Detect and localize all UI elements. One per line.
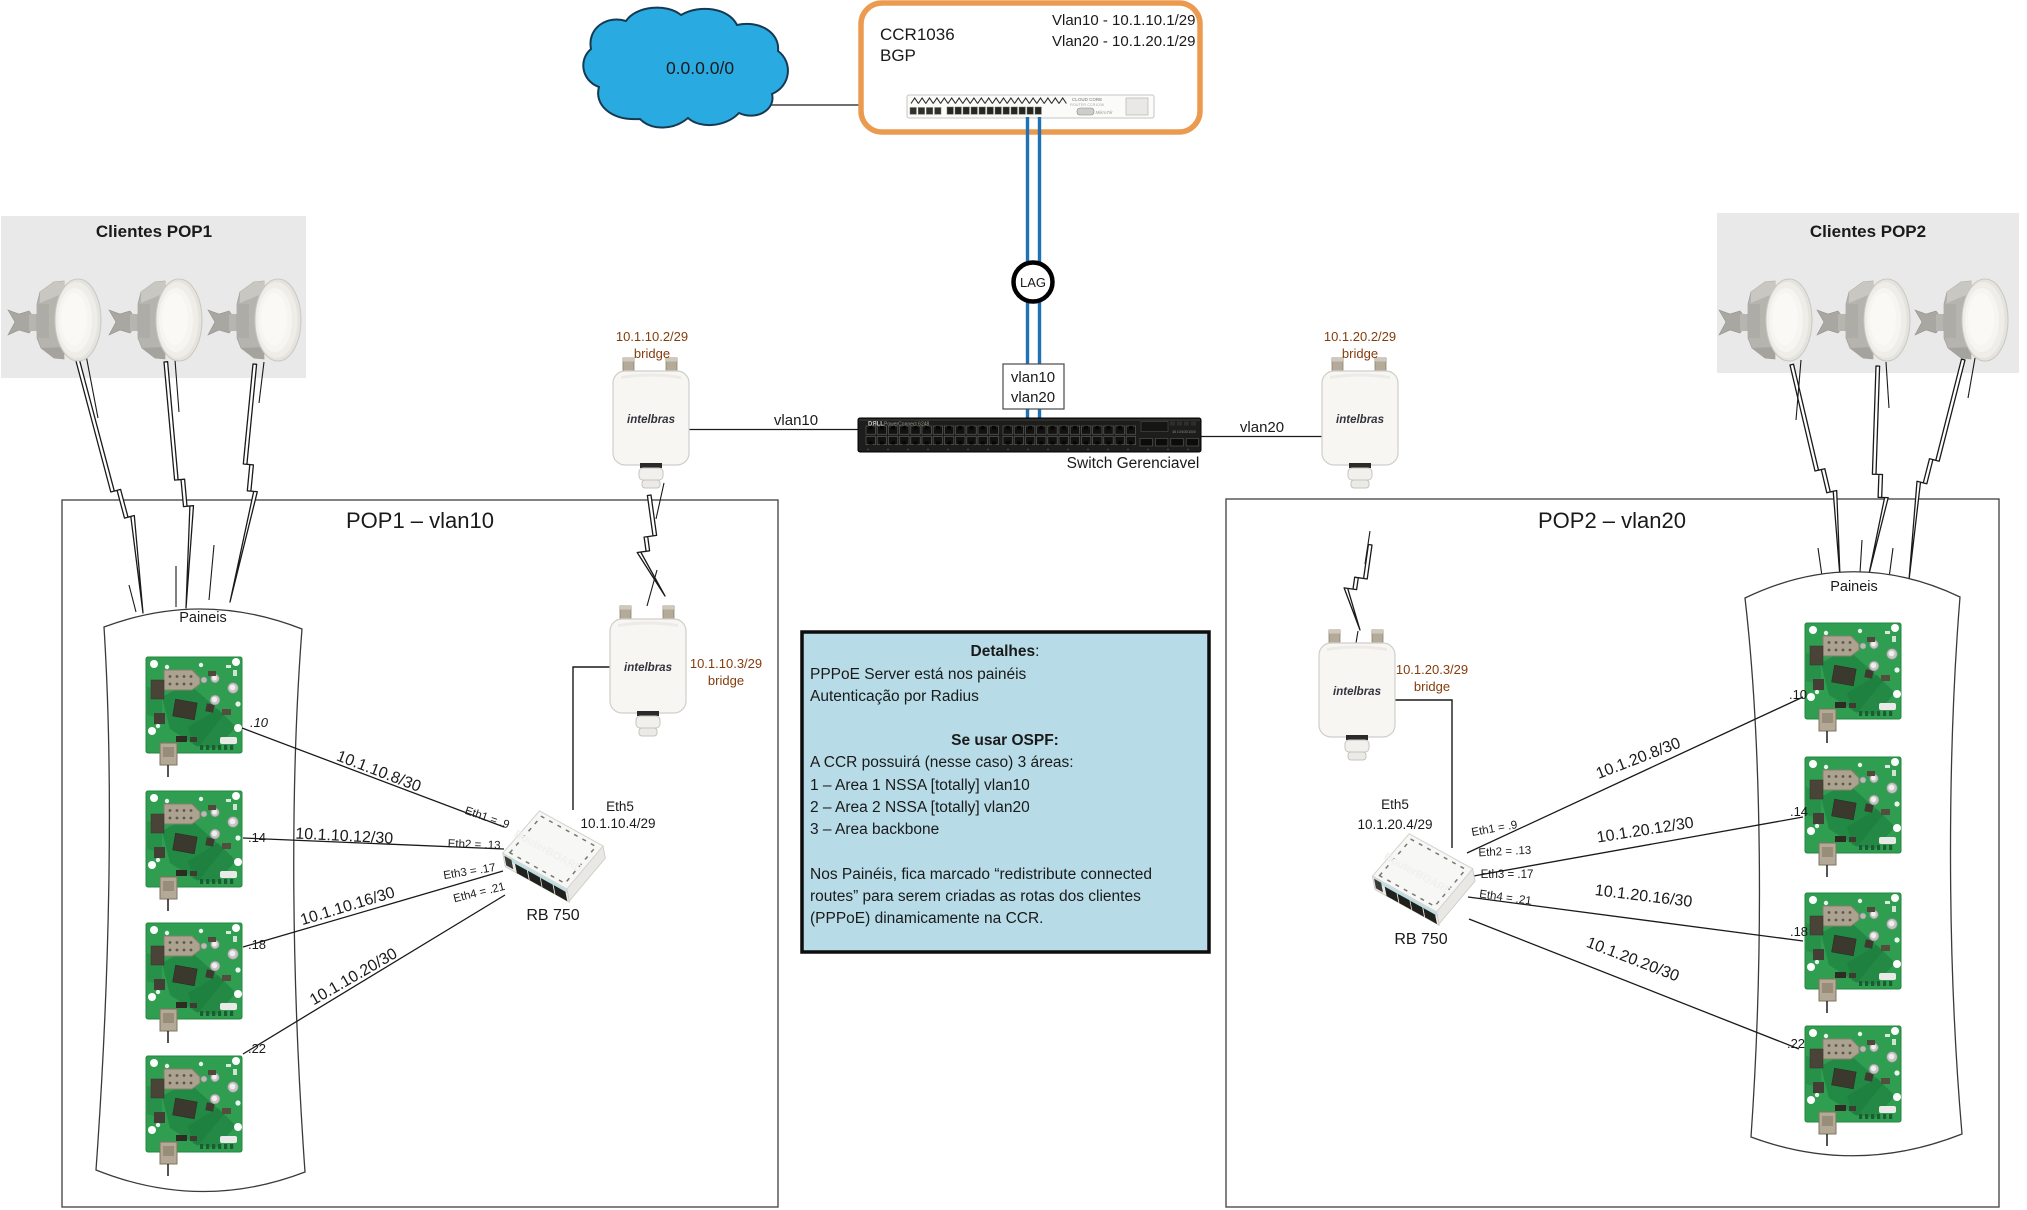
svg-text:10.1.10.4/29: 10.1.10.4/29 [580, 816, 655, 831]
svg-text:10.1.10.2/29: 10.1.10.2/29 [616, 329, 688, 344]
svg-text:10.1.20.4/29: 10.1.20.4/29 [1357, 817, 1432, 832]
svg-text:CLOUD CORE: CLOUD CORE [1072, 97, 1102, 102]
svg-text:bridge: bridge [634, 346, 670, 361]
svg-text:MikroTik: MikroTik [1096, 110, 1114, 115]
svg-text:3 – Area backbone: 3 – Area backbone [810, 821, 939, 838]
svg-text:Autenticação por Radius: Autenticação por Radius [810, 688, 979, 705]
svg-text:Vlan20 - 10.1.20.1/29: Vlan20 - 10.1.20.1/29 [1052, 33, 1195, 50]
svg-text:10.1.10.12/30: 10.1.10.12/30 [295, 825, 394, 847]
svg-text:.22: .22 [248, 1041, 266, 1056]
svg-text:.22: .22 [1787, 1036, 1805, 1051]
svg-text:.18: .18 [1790, 924, 1808, 939]
svg-text:Eth2 = .13: Eth2 = .13 [1478, 845, 1531, 860]
svg-text:Detalhes:: Detalhes: [971, 643, 1040, 660]
svg-text:routes” para serem criadas as: routes” para serem criadas as rotas dos … [810, 888, 1141, 905]
svg-text:RB 750: RB 750 [526, 907, 579, 924]
svg-text:vlan10: vlan10 [774, 412, 818, 429]
svg-text:LAG: LAG [1020, 275, 1046, 290]
svg-text:bridge: bridge [1414, 679, 1450, 694]
svg-text:.18: .18 [248, 937, 266, 952]
svg-text:Nos Painéis, fica marcado “red: Nos Painéis, fica marcado “redistribute … [810, 866, 1152, 883]
svg-text:Se usar OSPF:: Se usar OSPF: [951, 732, 1059, 749]
svg-text:PPPoE Server está nos painéis: PPPoE Server está nos painéis [810, 666, 1027, 683]
svg-text:.10: .10 [250, 715, 269, 730]
svg-text:Eth2 = .13: Eth2 = .13 [448, 838, 501, 852]
svg-text:48 10/100/1000: 48 10/100/1000 [1172, 430, 1196, 434]
svg-text:.10: .10 [1789, 687, 1807, 702]
svg-text:vlan20: vlan20 [1011, 389, 1055, 406]
svg-text:1 – Area 1 NSSA [totally] vlan: 1 – Area 1 NSSA [totally] vlan10 [810, 777, 1030, 794]
svg-text:10.1.10.3/29: 10.1.10.3/29 [690, 656, 762, 671]
svg-text:POP1 – vlan10: POP1 – vlan10 [346, 508, 494, 533]
svg-text:10.1.20.2/29: 10.1.20.2/29 [1324, 329, 1396, 344]
svg-text:CCR1036: CCR1036 [880, 25, 955, 44]
svg-text:ROUTER CCR1036: ROUTER CCR1036 [1070, 103, 1104, 107]
svg-text:Paineis: Paineis [179, 610, 227, 626]
svg-text:Switch Gerenciavel: Switch Gerenciavel [1067, 455, 1200, 472]
svg-text:vlan20: vlan20 [1240, 419, 1284, 436]
svg-text:RB 750: RB 750 [1394, 931, 1447, 948]
svg-text:Clientes POP2: Clientes POP2 [1810, 222, 1926, 241]
svg-text:.14: .14 [1790, 804, 1808, 819]
svg-text:10.1.20.3/29: 10.1.20.3/29 [1396, 662, 1468, 677]
svg-text:bridge: bridge [708, 673, 744, 688]
svg-text:Eth5: Eth5 [606, 799, 634, 814]
svg-text:(PPPoE) dinamicamente na CCR.: (PPPoE) dinamicamente na CCR. [810, 910, 1043, 927]
svg-text:Clientes POP1: Clientes POP1 [96, 222, 212, 241]
svg-text:.14: .14 [248, 830, 266, 845]
svg-text:2 – Area 2 NSSA [totally] vlan: 2 – Area 2 NSSA [totally] vlan20 [810, 799, 1030, 816]
svg-text:Eth3 = .17: Eth3 = .17 [1481, 869, 1534, 881]
svg-text:PowerConnect 6248: PowerConnect 6248 [884, 422, 930, 428]
svg-text:Paineis: Paineis [1830, 579, 1878, 595]
svg-text:Vlan10 - 10.1.10.1/29: Vlan10 - 10.1.10.1/29 [1052, 12, 1195, 29]
svg-text:bridge: bridge [1342, 346, 1378, 361]
svg-text:BGP: BGP [880, 46, 916, 65]
svg-text:A CCR possuirá (nesse caso) 3: A CCR possuirá (nesse caso) 3 áreas: [810, 754, 1074, 771]
svg-text:vlan10: vlan10 [1011, 369, 1055, 386]
svg-text:Eth5: Eth5 [1381, 797, 1409, 812]
svg-text:DЯLL: DЯLL [868, 422, 884, 428]
svg-text:0.0.0.0/0: 0.0.0.0/0 [666, 58, 734, 78]
svg-text:POP2 – vlan20: POP2 – vlan20 [1538, 508, 1686, 533]
